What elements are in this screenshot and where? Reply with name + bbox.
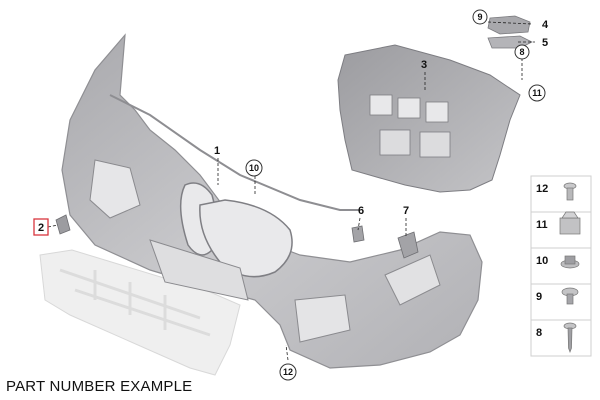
bumper-cover	[61, 33, 483, 369]
leader-lines	[47, 21, 535, 361]
callout-3-label: 3	[421, 59, 427, 71]
clip-part-6	[351, 225, 365, 243]
callout-1-label: 1	[214, 145, 220, 157]
callout-6-label: 6	[358, 205, 364, 217]
collar-nut-icon	[560, 255, 580, 269]
callout-9: 9	[472, 9, 488, 25]
callout-8: 8	[514, 44, 530, 60]
callout-4: 4	[542, 19, 549, 31]
clip-part-7	[397, 231, 419, 259]
bracket-part-2	[55, 214, 71, 235]
fastener-legend: 12 11 10 9 8	[530, 175, 592, 357]
washer-screw-icon	[561, 287, 579, 305]
callout-3: 3	[421, 59, 427, 71]
legend-label-12: 12	[536, 183, 548, 195]
callout-10-label: 10	[249, 163, 259, 173]
callout-7: 7	[403, 205, 409, 217]
legend-label-9: 9	[536, 291, 542, 303]
bumper-absorber	[39, 249, 241, 376]
legend-label-8: 8	[536, 327, 542, 339]
caption-part-number-example: PART NUMBER EXAMPLE	[6, 378, 193, 395]
callout-11-label: 11	[532, 88, 542, 98]
callout-2-label: 2	[38, 222, 44, 234]
push-clip-icon	[563, 182, 577, 201]
screw-icon	[563, 322, 577, 353]
callout-1: 1	[214, 145, 220, 157]
callout-7-label: 7	[403, 205, 409, 217]
legend-label-11: 11	[536, 219, 548, 231]
mounting-bracket-4	[487, 15, 531, 35]
callout-5-label: 5	[542, 37, 548, 49]
callout-12: 12	[279, 363, 297, 381]
callout-4-label: 4	[542, 19, 549, 31]
callout-10: 10	[245, 159, 263, 177]
callout-2: 2	[33, 218, 49, 236]
clip-nut-icon	[559, 211, 581, 235]
callout-2-highlight-box	[33, 218, 49, 236]
callout-11: 11	[528, 84, 546, 102]
callout-5: 5	[542, 37, 548, 49]
callout-6: 6	[358, 205, 364, 217]
callout-8-label: 8	[519, 47, 524, 57]
legend-label-10: 10	[536, 255, 548, 267]
callout-12-label: 12	[283, 367, 293, 377]
carrier-bracket	[337, 44, 521, 193]
callout-9-label: 9	[477, 12, 482, 22]
